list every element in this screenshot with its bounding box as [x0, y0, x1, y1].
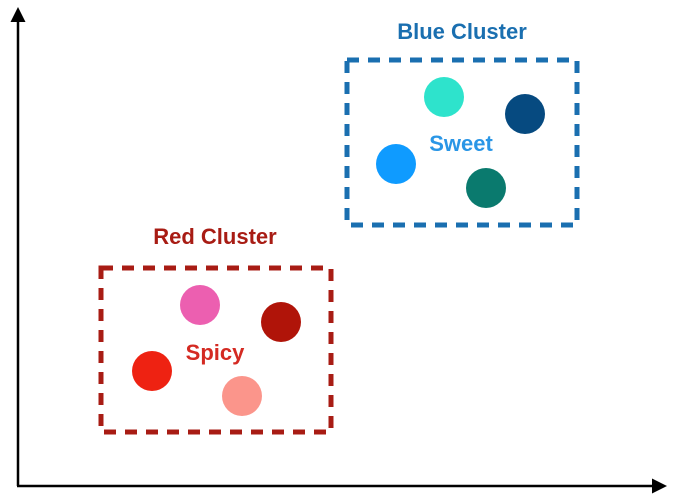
red-cluster-box: [98, 265, 334, 435]
dark-teal-point: [466, 168, 506, 208]
dark-red-point: [261, 302, 301, 342]
red-point: [132, 351, 172, 391]
navy-point: [505, 94, 545, 134]
blue-cluster-title: Blue Cluster: [397, 19, 527, 44]
blue-cluster: Blue Cluster Sweet: [344, 19, 580, 228]
red-cluster-title: Red Cluster: [153, 224, 277, 249]
blue-cluster-label: Sweet: [429, 131, 493, 156]
blue-cluster-box: [344, 57, 580, 228]
bright-blue-point: [376, 144, 416, 184]
salmon-point: [222, 376, 262, 416]
red-cluster-label: Spicy: [186, 340, 245, 365]
teal-point: [424, 77, 464, 117]
red-cluster: Red Cluster Spicy: [98, 224, 334, 435]
pink-point: [180, 285, 220, 325]
